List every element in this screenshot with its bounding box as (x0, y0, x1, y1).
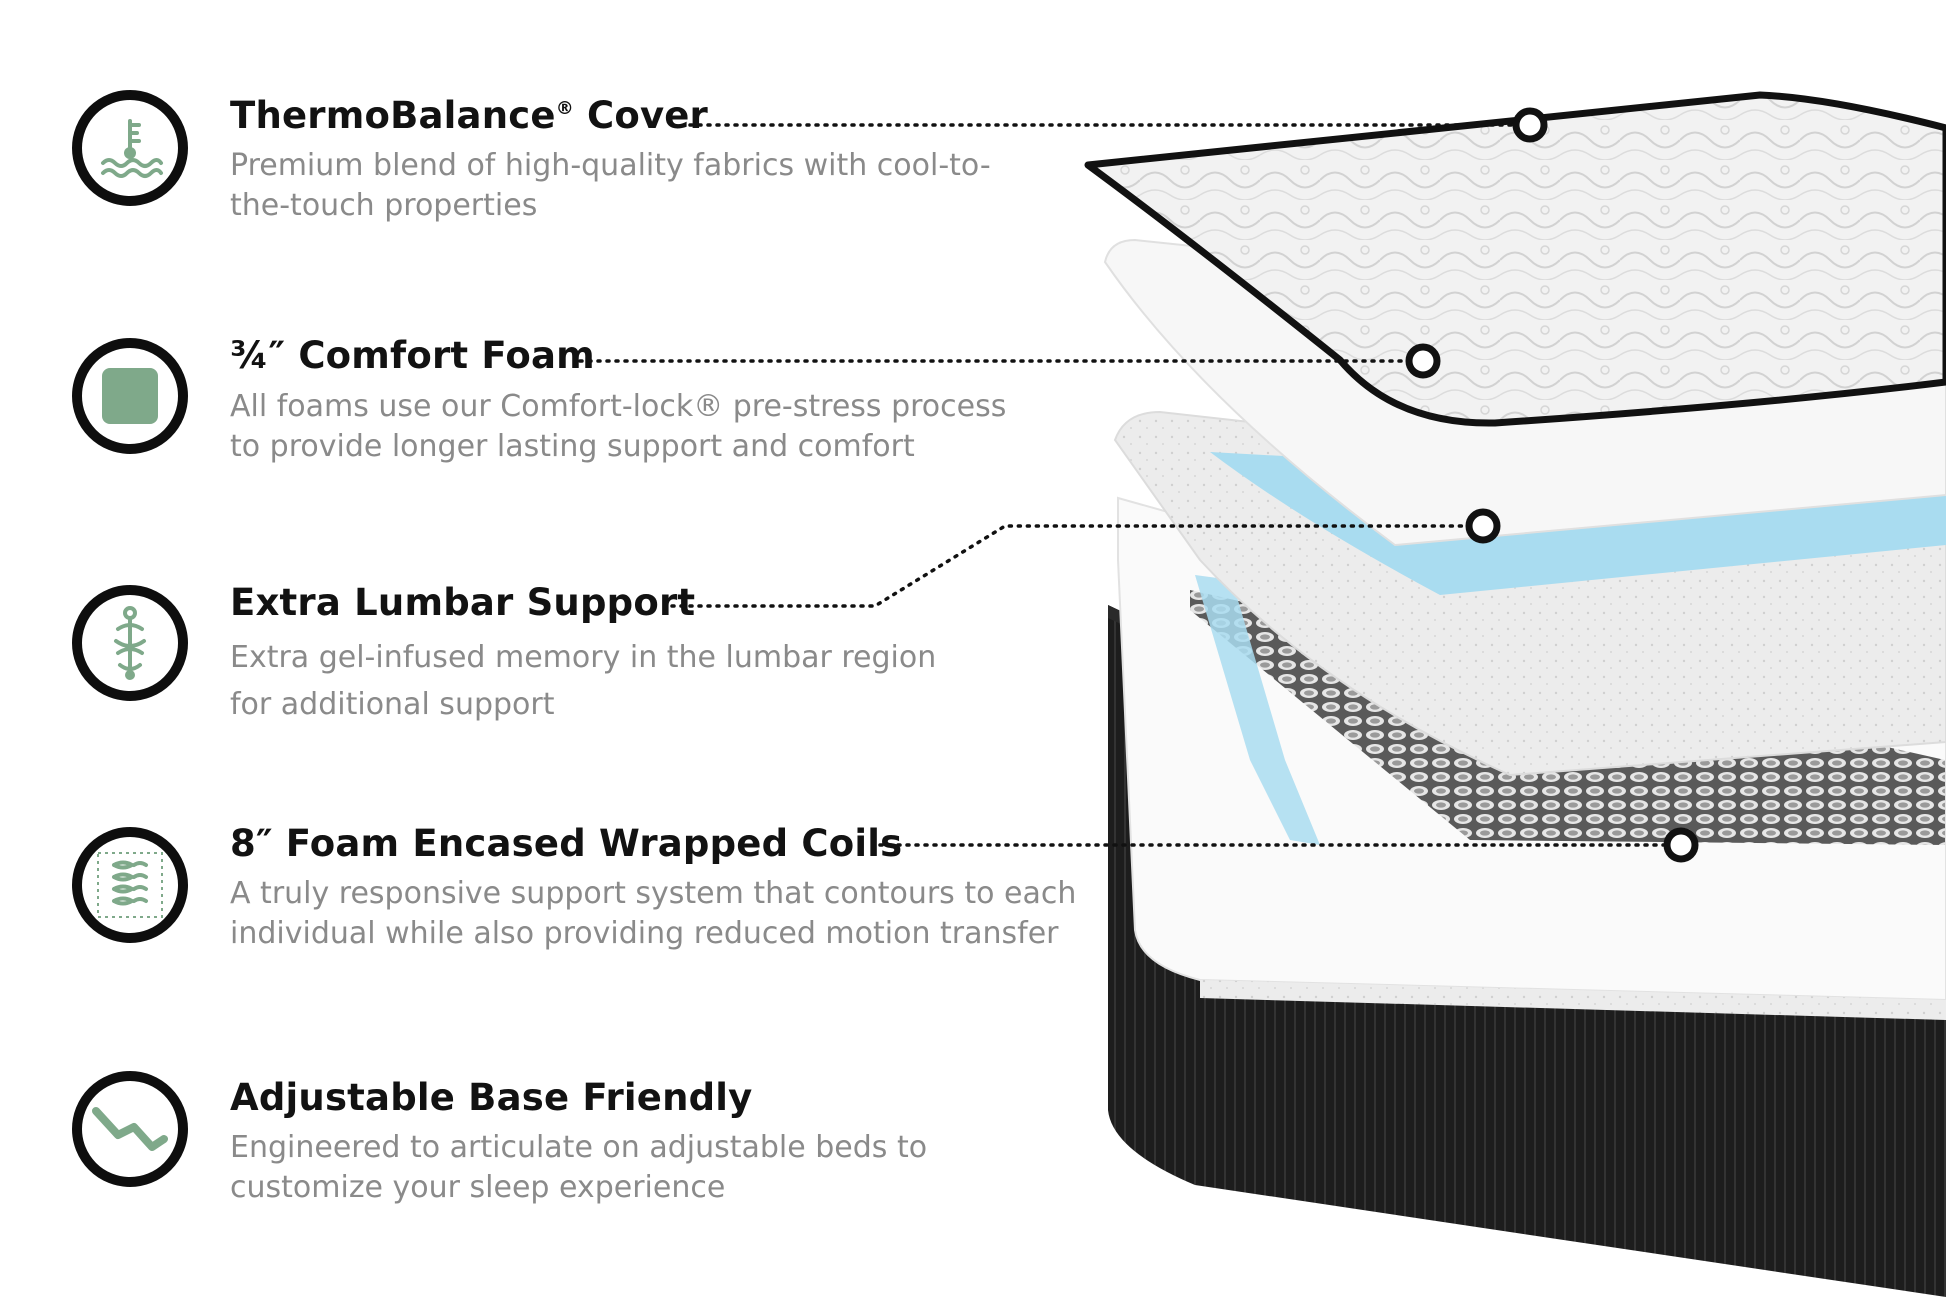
feature-description: Premium blend of high-quality fabrics wi… (230, 148, 991, 223)
adjustable-base-icon (72, 1071, 188, 1187)
thermometer-water-icon (72, 90, 188, 206)
quilted-cover-layer (1084, 91, 1946, 427)
foam-square-icon (72, 338, 188, 454)
feature-title: Extra Lumbar Support (230, 581, 696, 624)
feature-title: Adjustable Base Friendly (230, 1076, 753, 1119)
feature-description: Engineered to articulate on adjustable b… (230, 1130, 928, 1205)
feature-description: A truly responsive support system that c… (230, 876, 1077, 951)
marker-lumbar (1465, 508, 1501, 544)
marker-comfort-foam (1405, 343, 1441, 379)
leader-lumbar (670, 524, 1468, 608)
marker-coils (1663, 827, 1699, 863)
feature-title: ThermoBalance® Cover (230, 94, 709, 137)
callout-markers (1405, 107, 1699, 863)
feature-description: Extra gel-infused memory in the lumbar r… (230, 640, 937, 722)
feature-description: All foams use our Comfort-lock® pre-stre… (230, 389, 1007, 464)
callout-leaders (578, 123, 1666, 847)
feature-title: 8″ Foam Encased Wrapped Coils (230, 822, 903, 865)
spine-icon (72, 585, 188, 701)
marker-cover (1512, 107, 1548, 143)
coil-spring-icon (72, 827, 188, 943)
feature-title: ¾″ Comfort Foam (230, 334, 595, 377)
